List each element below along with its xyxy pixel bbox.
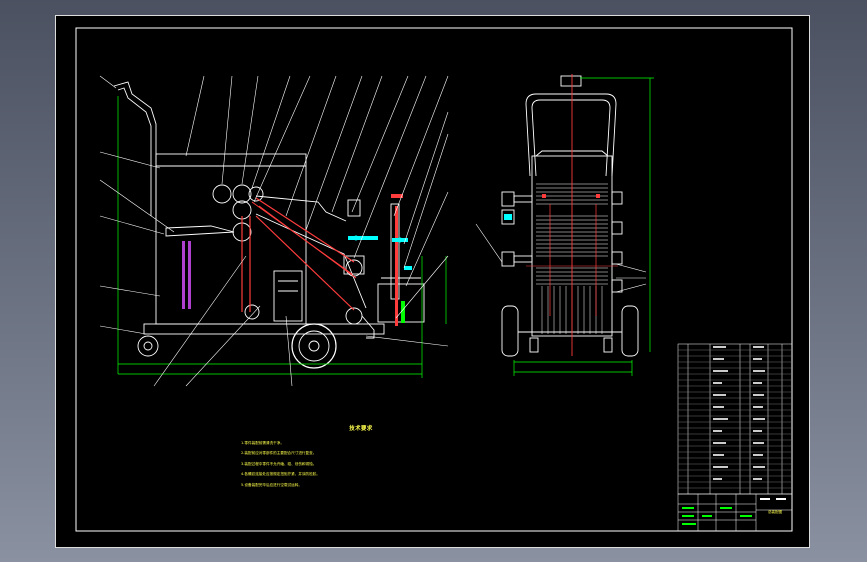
- parts-list-grid: [677, 343, 793, 495]
- drawing-canvas: [75, 27, 793, 532]
- note-item: 5.设备装配完毕后应进行空载试运转。: [241, 482, 302, 487]
- right-knob-1: [611, 191, 623, 205]
- pulley-6: [244, 304, 260, 320]
- handle-tube: [113, 81, 157, 216]
- side-view-belts: [182, 194, 412, 326]
- drawing-sheet: 技术要求 1.零件装配前需清洗干净。 2.装配前应对零部件的主要配合尺寸进行复查…: [55, 15, 810, 548]
- control-platform: [165, 225, 235, 237]
- notes-title: 技术要求: [349, 426, 373, 432]
- rear-caster: [137, 335, 159, 357]
- front-view: [501, 75, 639, 357]
- handle-tube-inner: [117, 87, 152, 216]
- title-block: 总装配图: [678, 492, 792, 530]
- parts-list-rows: [678, 349, 792, 489]
- pulley-2: [232, 184, 252, 204]
- front-wheel-left: [501, 305, 519, 357]
- note-item: 1.零件装配前需清洗干净。: [241, 441, 284, 445]
- notes-list: 1.零件装配前需清洗干净。 2.装配前应对零部件的主要配合尺寸进行复查。 3.装…: [241, 438, 320, 490]
- note-item: 3.装配过程中零件不允许磕、碰、划伤和锈蚀。: [241, 461, 317, 466]
- note-item: 4.各螺纹连接处应按规定扭矩拧紧，并涂防松胶。: [241, 472, 320, 477]
- caster-right: [603, 337, 613, 353]
- lever-rod: [182, 241, 185, 309]
- front-wheel-right: [621, 305, 639, 357]
- base-frame: [143, 323, 385, 335]
- cutter-bracket: [361, 315, 375, 339]
- top-grip: [560, 75, 582, 87]
- side-view: [113, 81, 425, 369]
- parts-list-text-marks: [713, 346, 765, 480]
- title-block-grid: [677, 493, 793, 532]
- drawing-title: 总装配图: [767, 510, 783, 514]
- motor-box: [273, 270, 303, 322]
- front-view-leaders: [475, 223, 647, 293]
- pulley-1: [212, 184, 232, 204]
- note-item: 2.装配前应对零部件的主要配合尺寸进行复查。: [241, 451, 317, 456]
- front-ribs: [541, 286, 603, 334]
- pulley-8: [345, 307, 363, 325]
- side-view-dimensions: [117, 96, 447, 378]
- mast-section: [395, 206, 398, 326]
- front-wheel: [291, 323, 337, 369]
- front-view-colors: [504, 74, 618, 356]
- hydraulic-line: [348, 236, 378, 240]
- pulley-5: [248, 186, 264, 202]
- cabinet-outline: [155, 153, 307, 325]
- boom-lower: [255, 213, 367, 309]
- title-block-marks: [682, 498, 786, 525]
- side-view-leaders: [99, 75, 449, 387]
- inner-border: [75, 27, 793, 532]
- front-view-dimensions: [513, 77, 654, 376]
- front-handle: [525, 93, 617, 177]
- boom-upper: [255, 195, 347, 222]
- left-knob-1: [501, 191, 515, 207]
- caster-left: [529, 337, 539, 353]
